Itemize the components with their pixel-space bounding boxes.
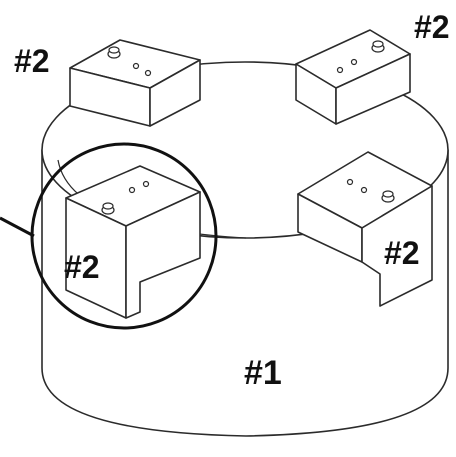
label-bracket-right: #2 (384, 235, 420, 271)
label-bracket-top-right: #2 (414, 9, 450, 45)
bracket-top-right (295, 29, 411, 125)
label-bracket-top-left: #2 (14, 43, 50, 79)
bracket-right (297, 151, 433, 307)
label-bracket-callout: #2 (64, 249, 100, 285)
callout-circle (0, 142, 218, 330)
label-base: #1 (244, 354, 282, 392)
bracket-callout (65, 165, 201, 319)
bracket-top-left (69, 39, 201, 127)
